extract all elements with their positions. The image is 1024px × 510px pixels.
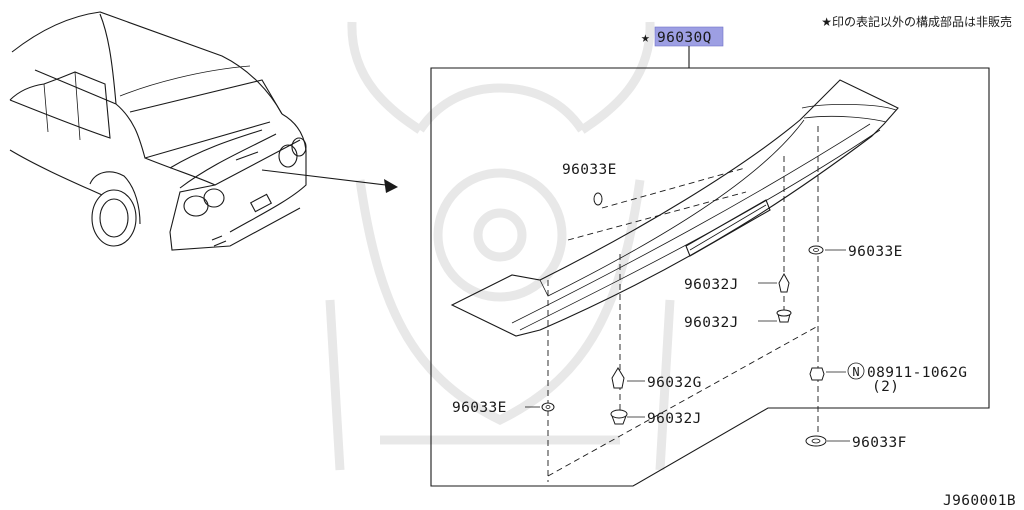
- label-96032j-c[interactable]: 96032J: [647, 411, 702, 427]
- locator-arrow: [261, 169, 387, 186]
- header-note: ★印の表記以外の構成部品は非販売: [821, 14, 1012, 29]
- assembly-star: ★: [641, 30, 650, 46]
- label-96032g[interactable]: 96032G: [647, 375, 702, 391]
- rear-spoiler-drawing: [450, 79, 899, 337]
- label-96033e-right[interactable]: 96033E: [848, 244, 903, 260]
- n-symbol: N: [852, 365, 859, 379]
- dashed-guides: [547, 126, 819, 482]
- label-08911-code: 08911-1062G: [867, 365, 967, 381]
- assembly-code: 96030Q: [657, 30, 712, 46]
- leader-lines: [525, 249, 850, 442]
- car-illustration: [9, 11, 307, 251]
- n-symbol-circle: [847, 362, 865, 380]
- label-96033f[interactable]: 96033F: [852, 435, 907, 451]
- label-96032j-a[interactable]: 96032J: [684, 277, 739, 293]
- locator-arrowhead: [384, 179, 398, 193]
- label-08911[interactable]: N 08911-1062G (2): [847, 362, 967, 395]
- label-08911-qty: (2): [872, 379, 899, 395]
- watermark-emblem: [325, 21, 675, 471]
- label-96033e-left[interactable]: 96033E: [452, 400, 507, 416]
- label-96033e-upper[interactable]: 96033E: [562, 162, 617, 178]
- figure-id: J960001B: [943, 493, 1016, 509]
- label-96032j-b[interactable]: 96032J: [684, 315, 739, 331]
- fastener-shapes: [541, 192, 827, 447]
- assembly-frame: [430, 67, 990, 487]
